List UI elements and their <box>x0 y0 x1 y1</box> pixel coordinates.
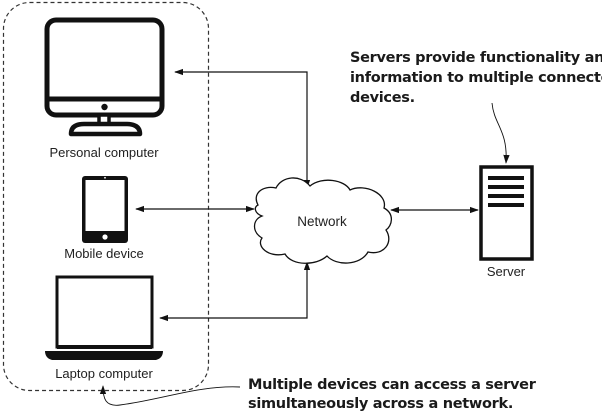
personal-computer-label: Personal computer <box>49 145 159 160</box>
network-label: Network <box>297 214 347 229</box>
cloud-icon <box>253 177 393 264</box>
server-tower-icon <box>479 165 534 261</box>
server-annotation: Servers provide functionality and inform… <box>350 50 602 106</box>
server-annotation-pointer <box>491 102 510 164</box>
laptop-icon <box>45 275 163 360</box>
laptop-computer-label: Laptop computer <box>55 366 153 381</box>
desktop-monitor-icon <box>44 17 165 137</box>
svg-text:simultaneously across a networ: simultaneously across a network. <box>248 396 513 412</box>
devices-annotation-pointer <box>99 385 241 406</box>
mobile-device-label: Mobile device <box>64 246 144 261</box>
devices-annotation: Multiple devices can access a server sim… <box>248 377 537 412</box>
connector-laptop-network <box>159 261 311 322</box>
tablet-icon <box>82 176 128 243</box>
server-label: Server <box>487 264 526 279</box>
svg-text:information to multiple connec: information to multiple connected <box>350 70 602 86</box>
svg-text:Servers provide functionality: Servers provide functionality and <box>350 50 602 66</box>
svg-text:Multiple devices can access a: Multiple devices can access a server <box>248 377 537 393</box>
connector-pc-network <box>174 68 311 189</box>
svg-text:devices.: devices. <box>350 90 415 106</box>
